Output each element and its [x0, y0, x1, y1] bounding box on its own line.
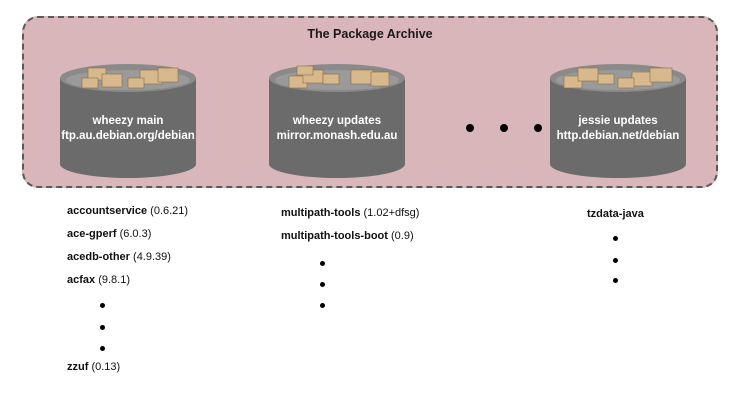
dot	[534, 124, 542, 132]
dot	[466, 124, 474, 132]
dot	[320, 261, 325, 266]
repo-name: wheezy main	[92, 115, 164, 127]
repo-url: http.debian.net/debian	[556, 130, 680, 142]
dot	[613, 258, 618, 263]
repo-url: mirror.monash.edu.au	[276, 130, 398, 142]
package-item: multipath-tools (1.02+dfsg)	[281, 207, 420, 219]
repo-wheezy-main: wheezy main ftp.au.debian.org/debian	[58, 60, 198, 180]
repo-wheezy-updates: wheezy updates mirror.monash.edu.au	[267, 60, 407, 180]
package-item: acedb-other (4.9.39)	[67, 251, 171, 263]
cylinder-icon	[550, 64, 686, 178]
dot	[320, 282, 325, 287]
package-item: ace-gperf (6.0.3)	[67, 228, 152, 240]
ellipsis-dots	[464, 122, 544, 134]
dot	[100, 346, 105, 351]
package-item: multipath-tools-boot (0.9)	[281, 230, 414, 242]
cylinder-icon	[60, 64, 196, 178]
dot	[100, 325, 105, 330]
cylinder-icon	[269, 64, 405, 178]
package-item: tzdata-java	[587, 208, 644, 220]
repo-name: wheezy updates	[292, 115, 382, 127]
dot	[613, 236, 618, 241]
package-item: accountservice (0.6.21)	[67, 205, 189, 217]
package-item: acfax (9.8.1)	[67, 274, 130, 286]
archive-title: The Package Archive	[307, 27, 433, 41]
dot	[100, 303, 105, 308]
repo-url: ftp.au.debian.org/debian	[61, 130, 195, 142]
dot	[320, 303, 325, 308]
package-item: zzuf (0.13)	[67, 361, 121, 373]
dot	[613, 278, 618, 283]
repo-name: jessie updates	[578, 115, 658, 127]
dot	[500, 124, 508, 132]
repo-jessie-updates: jessie updates http.debian.net/debian	[548, 60, 688, 180]
package-archive: The Package Archive wheezy main ftp.au.d…	[22, 16, 718, 188]
